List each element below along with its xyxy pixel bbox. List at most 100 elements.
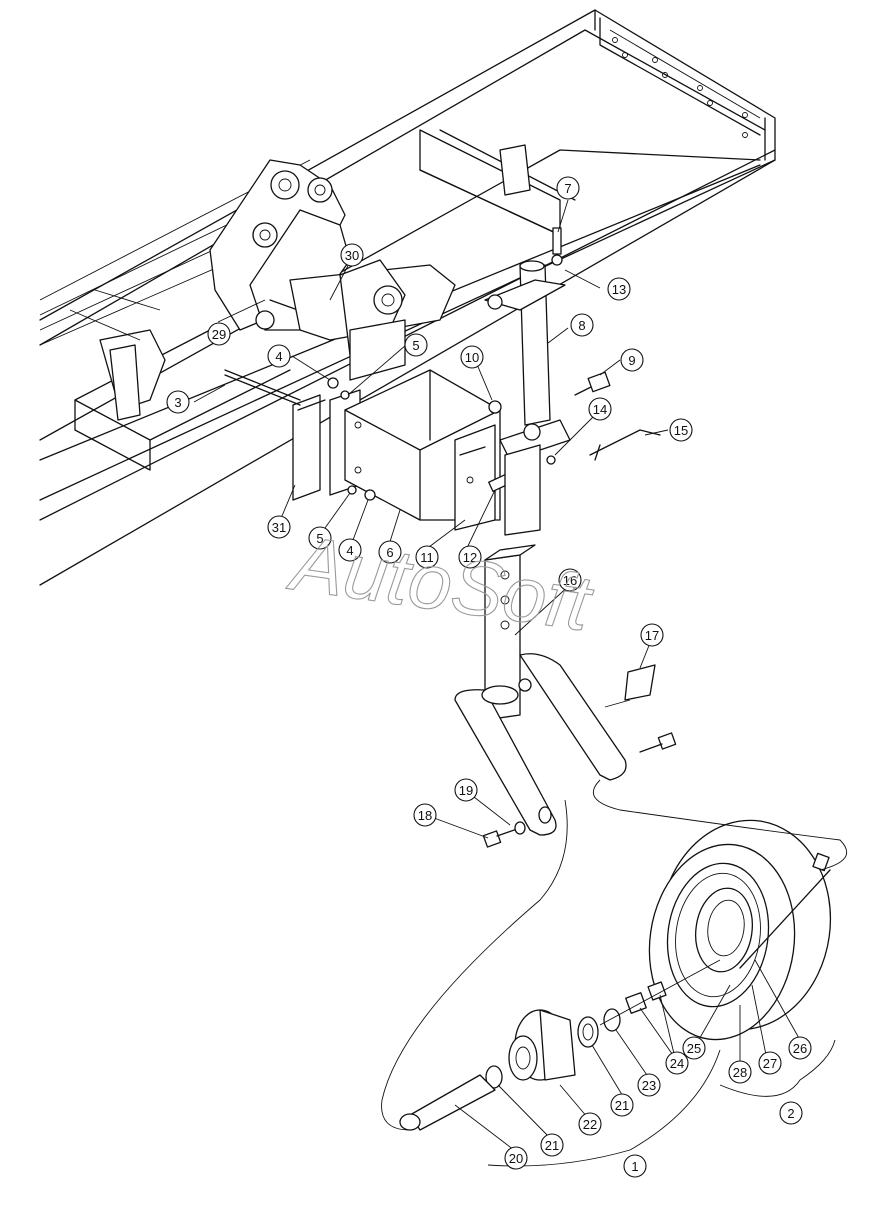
callout-4: 4 [267,344,291,368]
callout-5: 5 [308,526,332,550]
callout-circle [308,526,332,550]
callout-number: 13 [612,282,626,297]
callout-circle [338,538,362,562]
hub-and-axle [399,959,721,1131]
callout-number: 25 [687,1041,701,1056]
callout-15: 15 [669,418,693,442]
callout-7: 7 [556,176,580,200]
callout-number: 12 [463,550,477,565]
callout-16: 16 [558,568,582,592]
callout-number: 8 [578,318,585,333]
callout-1: 1 [623,1154,647,1178]
callout-8: 8 [570,313,594,337]
callout-circle [458,545,482,569]
callout-18: 18 [413,803,437,827]
callout-circle [504,1146,528,1170]
callout-21: 21 [610,1093,634,1117]
callout-circle [378,540,402,564]
callout-30: 30 [340,243,364,267]
callout-circle [758,1051,782,1075]
callout-circle [779,1101,803,1125]
callout-circle [578,1112,602,1136]
callout-circle [620,348,644,372]
callout-9: 9 [620,348,644,372]
callout-circle [166,390,190,414]
callout-20: 20 [504,1146,528,1170]
callout-number: 29 [212,327,226,342]
callout-circle [623,1154,647,1178]
hitch-linkage [69,144,531,421]
callout-number: 27 [763,1056,777,1071]
callout-circle [415,545,439,569]
callout-number: 21 [615,1098,629,1113]
callout-number: 31 [272,520,286,535]
callout-6: 6 [378,540,402,564]
callout-number: 16 [563,573,577,588]
callout-24: 24 [665,1051,689,1075]
callout-number: 23 [642,1078,656,1093]
callout-circle [340,243,364,267]
callout-number: 5 [316,531,323,546]
callout-circle [413,803,437,827]
callout-circle [267,344,291,368]
callout-4: 4 [338,538,362,562]
callout-circle [540,1133,564,1157]
callout-26: 26 [788,1036,812,1060]
callout-circle [404,333,428,357]
callout-number: 7 [564,181,571,196]
callout-number: 4 [346,543,353,558]
callout-12: 12 [458,545,482,569]
mounting-bracket [224,369,510,531]
callout-number: 18 [418,808,432,823]
callout-number: 2 [787,1106,794,1121]
callout-19: 19 [454,778,478,802]
callout-circle [682,1036,706,1060]
callout-17: 17 [640,623,664,647]
callout-3: 3 [166,390,190,414]
callout-circle [788,1036,812,1060]
callout-circle [728,1060,752,1084]
callout-circle [665,1051,689,1075]
callout-number: 26 [793,1041,807,1056]
callout-number: 17 [645,628,659,643]
callout-2: 2 [779,1101,803,1125]
callout-number: 20 [509,1151,523,1166]
callout-number: 6 [386,545,393,560]
callout-25: 25 [682,1036,706,1060]
callout-number: 21 [545,1138,559,1153]
callout-10: 10 [460,345,484,369]
caster-fork [454,544,627,836]
callout-circle [558,568,582,592]
callout-number: 28 [733,1065,747,1080]
callout-13: 13 [607,277,631,301]
callout-circle [637,1073,661,1097]
wheel-assembly [648,819,832,1041]
callout-number: 15 [674,423,688,438]
callout-28: 28 [728,1060,752,1084]
callout-leaders [193,199,801,1154]
callout-circle [588,397,612,421]
callout-circle [267,515,291,539]
callout-number: 3 [174,395,181,410]
callout-number: 4 [275,349,282,364]
callout-circle [570,313,594,337]
callout-5: 5 [404,333,428,357]
callout-31: 31 [267,515,291,539]
callout-29: 29 [207,322,231,346]
callout-23: 23 [637,1073,661,1097]
callout-circle [207,322,231,346]
callout-number: 22 [583,1117,597,1132]
callout-circle [640,623,664,647]
callout-14: 14 [588,397,612,421]
callout-number: 11 [420,550,434,565]
callout-number: 19 [459,783,473,798]
callout-number: 5 [412,338,419,353]
callout-27: 27 [758,1051,782,1075]
assembly-loop-lines [381,779,848,1167]
callout-number: 10 [465,350,479,365]
callout-circle [607,277,631,301]
callout-21: 21 [540,1133,564,1157]
callout-number: 1 [631,1159,638,1174]
